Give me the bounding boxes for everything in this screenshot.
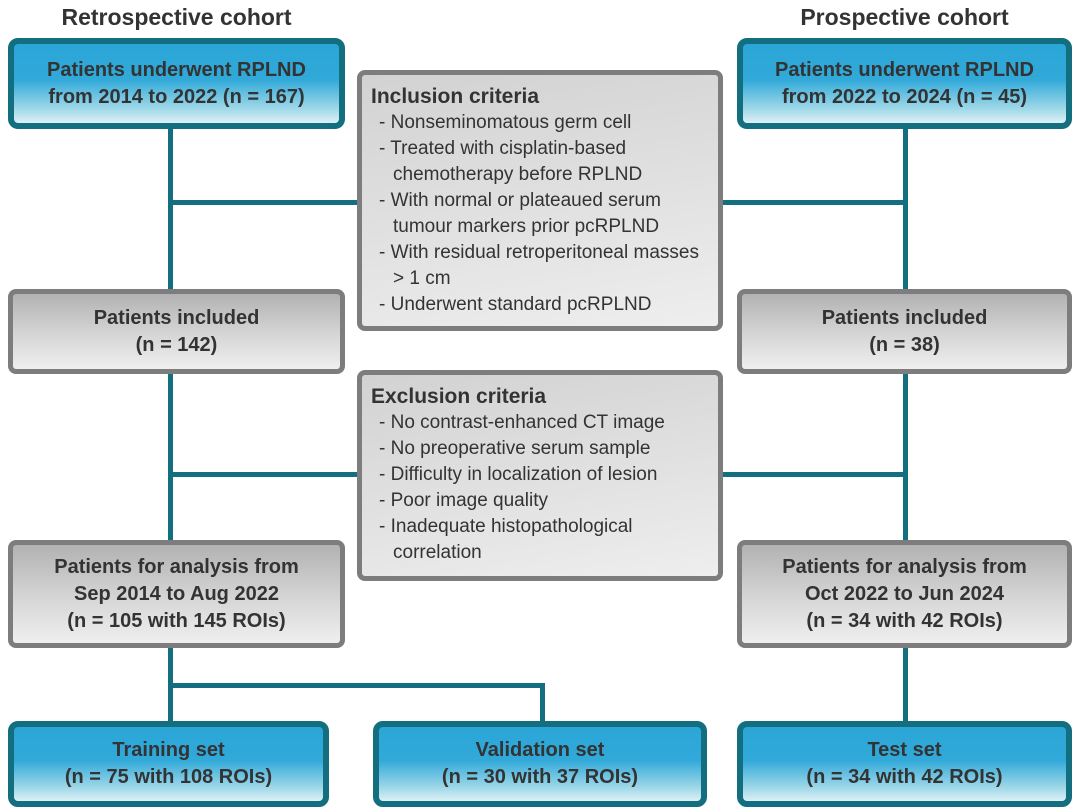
criteria-item: - With residual retroperitoneal masses >… xyxy=(379,242,699,289)
prosp-patients-included-box: Patients included (n = 38) xyxy=(737,289,1072,374)
box-text-line: (n = 105 with 145 ROIs) xyxy=(67,609,286,632)
inclusion-criteria-box: Inclusion criteria - Nonseminomatous ger… xyxy=(357,70,723,331)
exclusion-criteria-box: Exclusion criteria - No contrast-enhance… xyxy=(357,370,723,581)
box-text-line: Patients for analysis from xyxy=(782,555,1027,578)
test-set-box: Test set (n = 34 with 42 ROIs) xyxy=(737,721,1072,807)
box-text-line: Sep 2014 to Aug 2022 xyxy=(74,582,279,605)
box-text-line: (n = 75 with 108 ROIs) xyxy=(64,766,273,788)
connector-validation-branch xyxy=(168,683,545,688)
box-text-line: from 2014 to 2022 (n = 167) xyxy=(48,85,305,108)
criteria-item: - Poor image quality xyxy=(379,490,548,511)
retro-patients-included-box: Patients included (n = 142) xyxy=(8,289,345,374)
connector-right-spine xyxy=(903,126,908,723)
box-text-line: Patients underwent RPLND xyxy=(47,58,306,81)
inclusion-criteria-list: - Nonseminomatous germ cell - Treated wi… xyxy=(371,110,709,318)
retro-analysis-box: Patients for analysis from Sep 2014 to A… xyxy=(8,540,345,648)
criteria-item: - No contrast-enhanced CT image xyxy=(379,412,665,433)
box-text-line: from 2022 to 2024 (n = 45) xyxy=(781,85,1028,108)
criteria-item: - Difficulty in localization of lesion xyxy=(379,464,658,485)
box-text-line: (n = 34 with 42 ROIs) xyxy=(806,766,1003,788)
box-text-line: Oct 2022 to Jun 2024 xyxy=(805,582,1004,605)
box-text-line: (n = 38) xyxy=(869,333,940,356)
box-text-line: Test set xyxy=(867,739,942,761)
criteria-item: - With normal or plateaued serum tumour … xyxy=(379,190,661,237)
exclusion-criteria-list: - No contrast-enhanced CT image - No pre… xyxy=(371,410,709,566)
retro-underwent-rplnd-box: Patients underwent RPLND from 2014 to 20… xyxy=(8,38,345,129)
box-text-line: (n = 34 with 42 ROIs) xyxy=(806,609,1003,632)
prosp-analysis-box: Patients for analysis from Oct 2022 to J… xyxy=(737,540,1072,648)
box-text-line: Validation set xyxy=(475,739,605,761)
connector-exclusion-left xyxy=(168,472,360,477)
connector-exclusion-right xyxy=(720,472,908,477)
box-text-line: Patients included xyxy=(93,306,260,329)
box-text-line: Patients underwent RPLND xyxy=(775,58,1034,81)
box-text-line: Patients included xyxy=(821,306,988,329)
exclusion-criteria-title: Exclusion criteria xyxy=(371,385,547,408)
criteria-item: - Underwent standard pcRPLND xyxy=(379,294,652,315)
criteria-item: - Nonseminomatous germ cell xyxy=(379,112,632,133)
prosp-underwent-rplnd-box: Patients underwent RPLND from 2022 to 20… xyxy=(737,38,1072,129)
validation-set-box: Validation set (n = 30 with 37 ROIs) xyxy=(373,721,707,807)
criteria-item: - Inadequate histopathological correlati… xyxy=(379,516,633,563)
connector-inclusion-right xyxy=(720,200,908,205)
connector-inclusion-left xyxy=(168,200,360,205)
connector-left-spine xyxy=(168,126,173,723)
box-text-line: Training set xyxy=(112,739,225,761)
training-set-box: Training set (n = 75 with 108 ROIs) xyxy=(8,721,329,807)
box-text-line: Patients for analysis from xyxy=(54,555,299,578)
retrospective-cohort-header: Retrospective cohort xyxy=(61,3,292,30)
connector-validation-drop xyxy=(540,683,545,723)
criteria-item: - Treated with cisplatin-based chemother… xyxy=(379,138,643,185)
box-text-line: (n = 142) xyxy=(135,333,218,356)
box-text-line: (n = 30 with 37 ROIs) xyxy=(441,766,639,788)
prospective-cohort-header: Prospective cohort xyxy=(800,3,1009,30)
criteria-item: - No preoperative serum sample xyxy=(379,438,651,459)
inclusion-criteria-title: Inclusion criteria xyxy=(371,85,540,108)
